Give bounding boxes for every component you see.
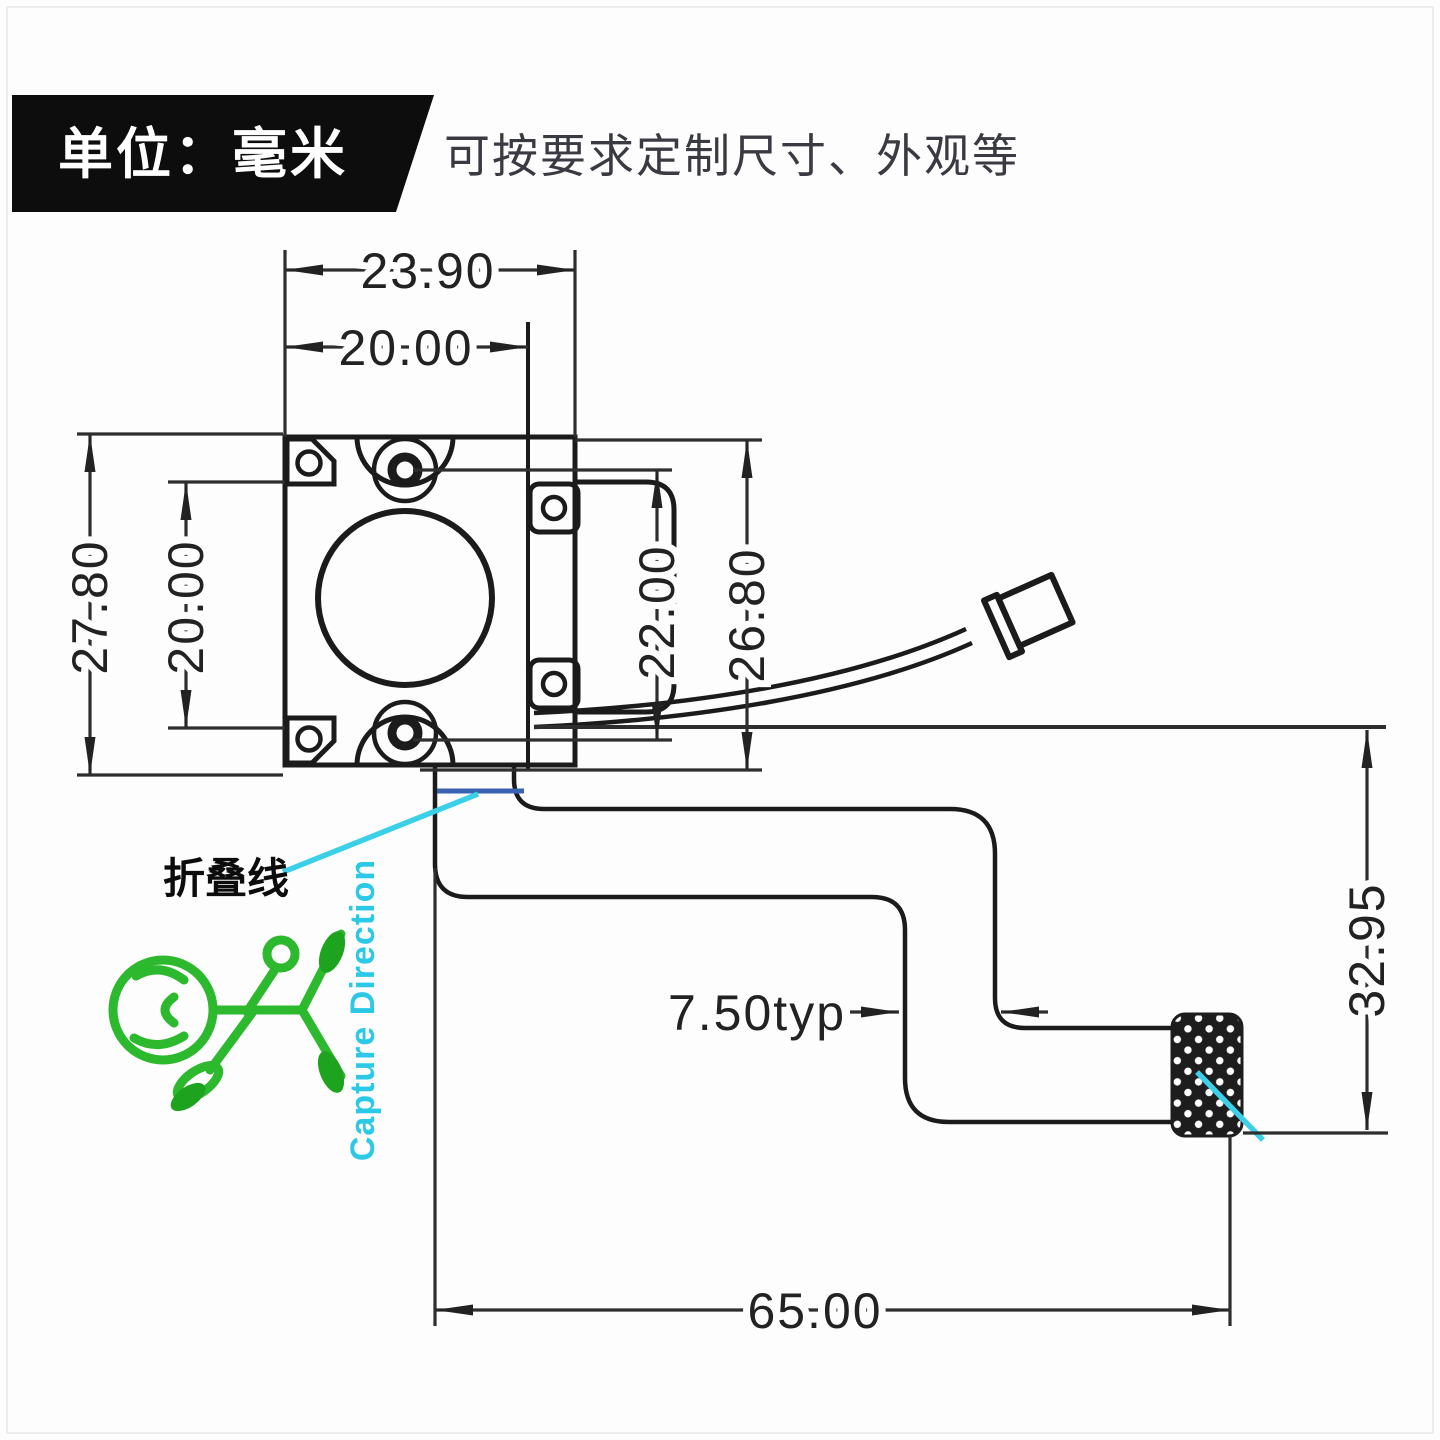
dim-label-top-outer: 23.90 <box>360 243 495 299</box>
figure-eye-1 <box>131 965 189 985</box>
lens-circle <box>315 508 495 688</box>
corner-hole-bottom-left <box>295 725 323 753</box>
wire-assembly <box>533 571 1076 730</box>
dim-label-left-inner: 20.00 <box>158 539 214 674</box>
fold-line-leader-cyan <box>281 791 480 875</box>
dim-label-ribbon-width: 7.50typ <box>668 985 846 1041</box>
unit-label: 单位：毫米 <box>58 123 348 185</box>
figure-foot-bottom <box>317 1051 345 1093</box>
flex-ribbon-cable <box>432 765 1174 1125</box>
ear-hole-bottom-inner <box>387 715 423 751</box>
corner-tab-top-left <box>284 436 337 487</box>
figure-leg-left <box>205 1008 257 1075</box>
dim-label-right-drop: 32.95 <box>1339 882 1395 1017</box>
dim-label-left-outer: 27.80 <box>62 539 118 674</box>
mount-hole-right-top <box>540 494 568 522</box>
mount-tab-right-top <box>527 481 581 535</box>
figure-hand-circle <box>262 935 300 973</box>
plug-body <box>995 571 1076 649</box>
figure-foot-top <box>318 931 346 973</box>
dimension-lines <box>77 250 1388 1326</box>
figure-feet-fills <box>170 931 346 1112</box>
corner-hole-top-left <box>295 449 323 477</box>
capture-direction-figure: Capture Direction <box>108 859 382 1161</box>
figure-eye-2 <box>129 1031 189 1049</box>
dim-label-mid-outer: 26.80 <box>719 547 775 682</box>
wire-line-upper <box>533 626 967 716</box>
wire-line-lower <box>533 640 973 730</box>
corner-tab-bottom-left <box>284 715 337 766</box>
figure-arm-hand <box>242 963 281 1017</box>
connector-leader-cyan <box>1195 1070 1265 1142</box>
mount-tab-right-bottom <box>527 657 581 711</box>
figure-mouth <box>160 992 179 1028</box>
dim-label-bottom-total: 65.00 <box>747 1283 882 1339</box>
fold-line-label: 折叠线 <box>163 855 289 902</box>
customization-note: 可按要求定制尺寸、外观等 <box>444 130 1020 182</box>
plug-connector-icon <box>980 571 1076 661</box>
module-body <box>282 434 578 768</box>
header: 单位：毫米 可按要求定制尺寸、外观等 <box>12 95 1020 212</box>
dim-label-top-inner: 20.00 <box>338 320 473 376</box>
dimension-labels: 23.90 20.00 27.80 20.00 22.00 26.80 32.9… <box>55 236 1402 1346</box>
stick-figure <box>108 929 346 1103</box>
unit-banner-shape <box>12 95 434 212</box>
page-border <box>6 6 1434 1434</box>
fold-line-annotation: 折叠线 <box>163 788 1265 1142</box>
fpc-connector-end <box>1170 1012 1244 1138</box>
capture-direction-label: Capture Direction <box>344 859 382 1161</box>
camera-module-front-view <box>282 322 677 770</box>
ribbon-edge-inner <box>511 765 1174 1031</box>
mount-hole-right-bottom <box>540 670 568 698</box>
dim-label-mid-inner: 22.00 <box>629 544 685 679</box>
ribbon-edge-outer <box>432 765 1174 1125</box>
ear-hole-bottom-outer <box>371 699 439 767</box>
figure-shoe-fill <box>170 1082 206 1112</box>
